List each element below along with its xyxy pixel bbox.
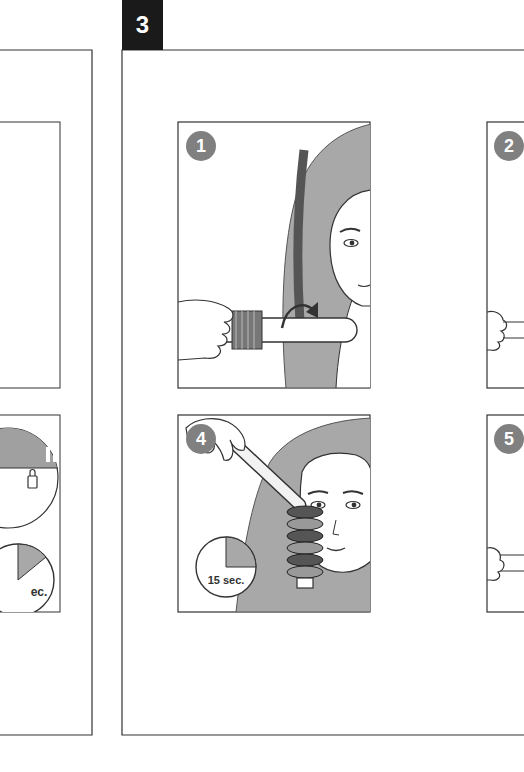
timer-label: ec. [22, 584, 56, 600]
indicator-glyph [46, 447, 50, 462]
step-number-circle [186, 131, 216, 161]
hand [487, 311, 507, 350]
callout-number: 4 [186, 424, 216, 454]
brush-bristles [232, 311, 262, 349]
pupil [317, 503, 322, 508]
indicator-fill [0, 428, 58, 468]
curl-coil [287, 530, 323, 542]
page-frame [122, 50, 524, 735]
step-1-illustration [178, 124, 370, 388]
hand [178, 300, 233, 360]
curl-coil [287, 554, 323, 566]
curl-coil [287, 518, 323, 530]
step-2-illustration [487, 311, 524, 350]
eyebrow [340, 229, 360, 232]
hand [487, 548, 504, 581]
partial-icons [0, 428, 59, 612]
lips [358, 285, 370, 287]
curl-coil [287, 542, 323, 554]
indicator-glyph [53, 447, 56, 462]
styler-tip [297, 578, 313, 588]
curl-coil [287, 566, 323, 578]
eye [346, 502, 360, 509]
hair [236, 418, 370, 612]
neck [336, 300, 370, 388]
rotate-arrow [282, 305, 314, 328]
callout-number: 5 [494, 424, 524, 454]
step-panel [487, 415, 524, 612]
callout-number: 1 [186, 131, 216, 161]
indicator-circle [0, 428, 58, 528]
pupil [350, 241, 355, 246]
lips [327, 548, 345, 551]
nose [333, 520, 339, 535]
lock-icon [28, 476, 37, 488]
face [330, 190, 370, 306]
curl-coil [287, 506, 323, 518]
step-panel [0, 122, 60, 388]
step-number-circle [494, 131, 524, 161]
pupil [352, 503, 357, 508]
indicator-divider [0, 468, 58, 469]
step-4-illustration [186, 418, 370, 612]
indicator-top [0, 428, 58, 468]
timer-clock [196, 537, 256, 597]
rotate-arrowhead [306, 302, 318, 318]
step-5-illustration [487, 548, 524, 581]
step-number-circle [494, 424, 524, 454]
timer-clock [0, 544, 54, 612]
eyebrows [308, 491, 363, 494]
section-tab [122, 0, 163, 50]
callout-number: 2 [494, 131, 524, 161]
hair-strand [298, 150, 304, 322]
timer-wedge [18, 544, 46, 580]
hand [186, 419, 245, 461]
step-number-circle [186, 424, 216, 454]
step-panel [487, 122, 524, 388]
timer-label: 15 sec. [198, 572, 254, 588]
section-number: 3 [122, 0, 163, 50]
hair [283, 124, 370, 388]
styler-barrel [503, 322, 524, 338]
eye [344, 240, 358, 247]
timer-wedge [226, 537, 256, 567]
lock-icon [30, 470, 35, 477]
bristle-lines [236, 311, 254, 349]
